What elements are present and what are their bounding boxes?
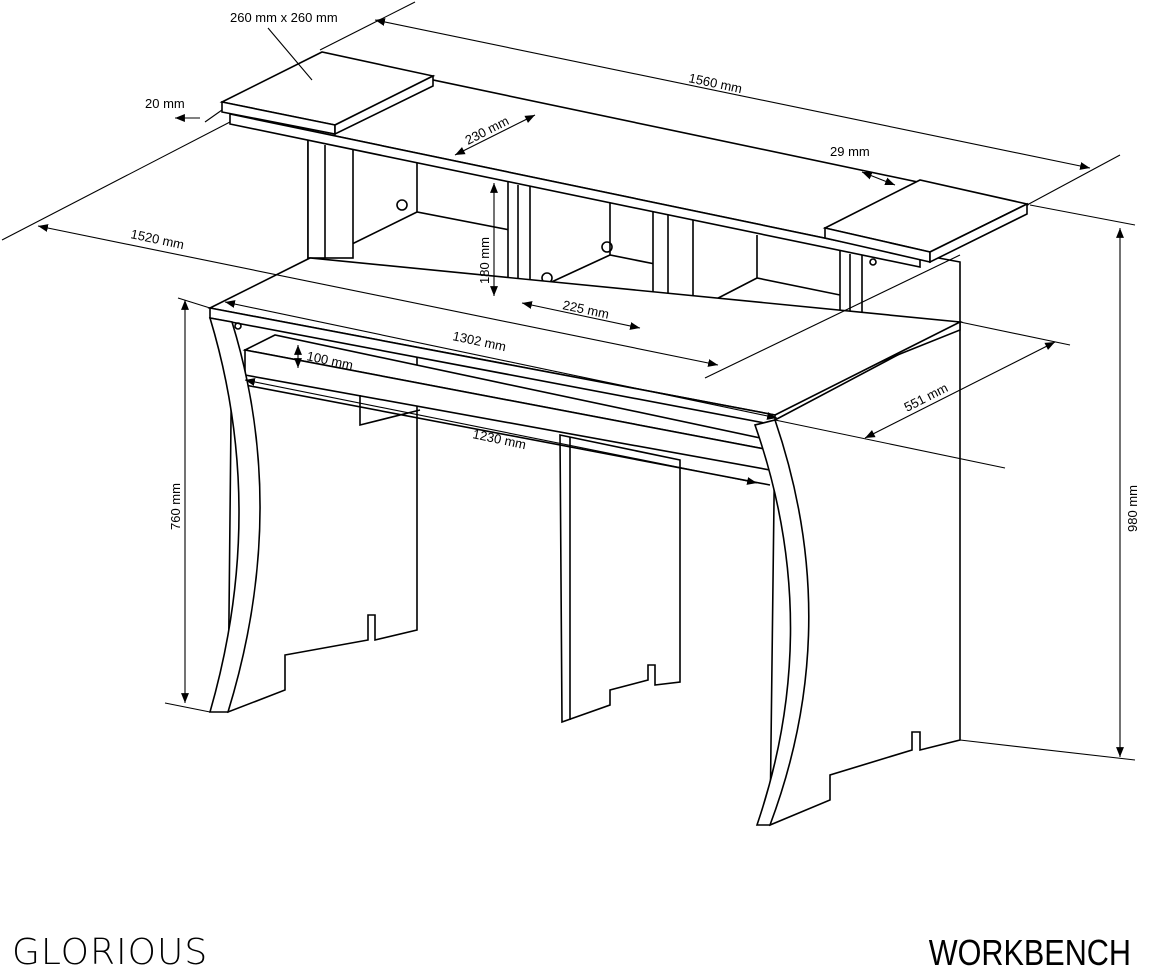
right-side-panel xyxy=(769,320,961,827)
label-platform-thickness: 29 mm xyxy=(830,144,870,159)
label-shelf-width: 1230 mm xyxy=(471,426,527,452)
middle-panel xyxy=(559,434,681,724)
right-platform xyxy=(822,179,1030,264)
label-total-height: 980 mm xyxy=(1125,485,1140,532)
product-name: WORKBENCH xyxy=(928,932,1131,973)
label-riser-height: 180 mm xyxy=(477,237,492,284)
dimension-lines xyxy=(1,1,1136,761)
label-platform-size: 260 mm x 260 mm xyxy=(230,10,338,25)
brand-logo: GLORIOUS xyxy=(12,932,209,973)
right-leg xyxy=(753,419,810,826)
label-total-width: 1560 mm xyxy=(687,70,743,96)
label-desk-width: 1520 mm xyxy=(129,226,185,252)
label-desk-height: 760 mm xyxy=(168,483,183,530)
label-overhang: 20 mm xyxy=(145,96,185,111)
